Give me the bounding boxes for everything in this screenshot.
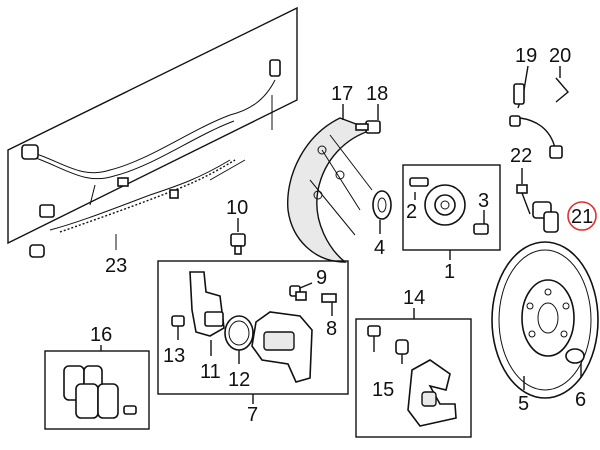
clip-20 xyxy=(555,66,569,103)
callout-21-highlight xyxy=(567,201,597,231)
callout-7: 7 xyxy=(247,404,258,426)
callout-3: 3 xyxy=(478,190,489,212)
callout-9: 9 xyxy=(316,267,327,289)
callout-8: 8 xyxy=(326,318,337,340)
brake-pads-16 xyxy=(63,365,137,419)
callout-20: 20 xyxy=(549,45,571,67)
callout-12: 12 xyxy=(228,369,250,391)
wheel-hub-1 xyxy=(409,177,489,235)
bolt-18 xyxy=(355,104,381,134)
callout-5: 5 xyxy=(518,393,529,415)
bolt-22 xyxy=(516,168,531,215)
callout-19: 19 xyxy=(515,45,537,67)
screw-6 xyxy=(565,348,585,378)
bolt-10 xyxy=(230,218,246,255)
hub-box-1 xyxy=(402,164,501,251)
callout-11: 11 xyxy=(200,361,221,383)
callout-13: 13 xyxy=(163,345,185,367)
brake-pad-box-16 xyxy=(44,350,150,430)
seal-4 xyxy=(372,190,392,234)
callout-2: 2 xyxy=(406,201,417,223)
caliper-7 xyxy=(171,271,337,383)
brake-rotor-5 xyxy=(491,241,599,399)
callout-14: 14 xyxy=(403,287,425,309)
callout-23: 23 xyxy=(105,255,127,277)
brake-hose-19 xyxy=(509,65,563,159)
callout-21: 21 xyxy=(571,206,593,228)
sensor-21 xyxy=(532,201,597,233)
bracket-14 xyxy=(367,325,457,427)
callout-15: 15 xyxy=(372,379,394,401)
callout-6: 6 xyxy=(575,389,586,411)
callout-1: 1 xyxy=(444,261,455,283)
callout-18: 18 xyxy=(366,83,388,105)
callout-22: 22 xyxy=(510,145,532,167)
callout-16: 16 xyxy=(90,324,112,346)
dust-shield-17 xyxy=(287,104,375,263)
callout-4: 4 xyxy=(374,237,385,259)
callout-10: 10 xyxy=(226,197,248,219)
harness-group-23 xyxy=(7,6,298,258)
callout-17: 17 xyxy=(331,83,353,105)
